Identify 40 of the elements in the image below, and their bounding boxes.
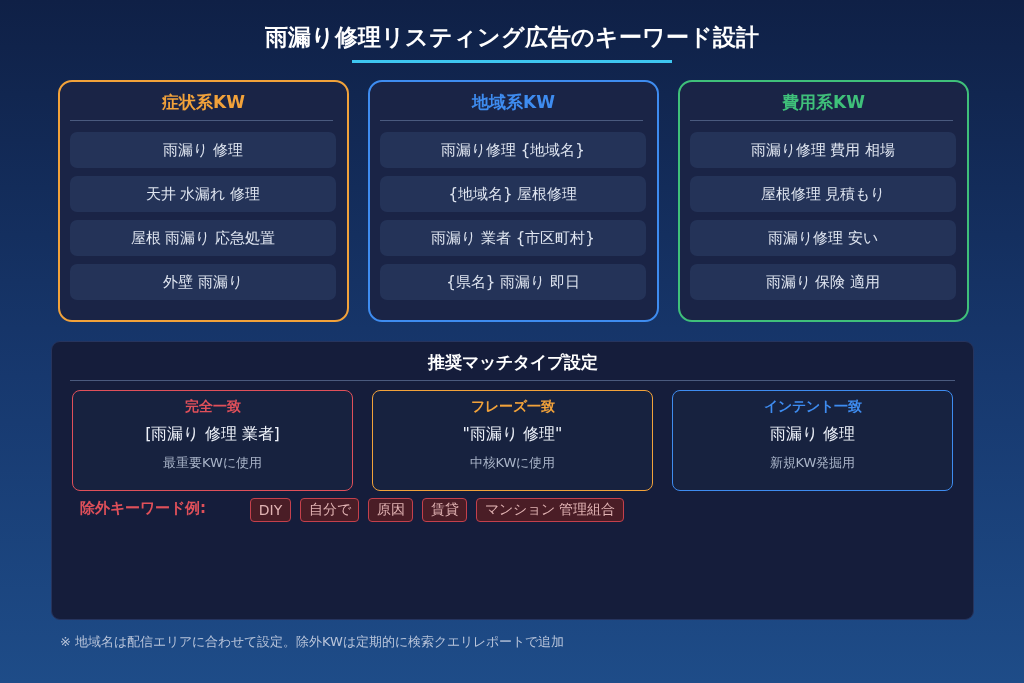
keyword-box: 雨漏り 保険 適用 [690, 264, 956, 300]
category-panel [678, 80, 969, 322]
category-panel [58, 80, 349, 322]
keyword-box: 雨漏り修理 安い [690, 220, 956, 256]
keyword-box: 雨漏り 業者 {市区町村} [380, 220, 646, 256]
description-text: 新規KW発掘用 [768, 454, 857, 472]
keyword-box: {県名} 雨漏り 即日 [380, 264, 646, 300]
keyword-example: 雨漏り 修理 [768, 424, 857, 445]
keyword-box: 天井 水漏れ 修理 [70, 176, 336, 212]
keyword-box: 屋根修理 見積もり [690, 176, 956, 212]
diagram-title: 雨漏り修理リスティング広告のキーワード設計 [264, 23, 760, 52]
keyword-example: [雨漏り 修理 業者] [144, 424, 281, 445]
match-type-card [372, 390, 653, 491]
card-heading: フレーズ一致 [469, 398, 556, 416]
card-heading: インテント一致 [762, 398, 863, 416]
match-type-card [672, 390, 953, 491]
keyword-example: "雨漏り 修理" [461, 424, 564, 445]
footnote-text: ※ 地域名は配信エリアに合わせて設定。除外KWは定期的に検索クエリレポートで追加 [60, 633, 564, 651]
card-heading: 完全一致 [183, 398, 242, 416]
panel-heading: 症状系KW [161, 91, 246, 114]
description-text: 最重要KWに使用 [162, 454, 263, 472]
section-label: 除外キーワード例: [80, 499, 206, 518]
keyword-box: 外壁 雨漏り [70, 264, 336, 300]
settings-panel [51, 341, 974, 620]
keyword-box: 雨漏り修理 {地域名} [380, 132, 646, 168]
panel-heading: 地域系KW [470, 91, 556, 114]
panel-heading: 推奨マッチタイプ設定 [426, 351, 599, 374]
keyword-box: 屋根 雨漏り 応急処置 [70, 220, 336, 256]
panel-heading: 費用系KW [781, 91, 866, 114]
negative-keyword-tag: 原因 [368, 498, 413, 522]
category-panel [368, 80, 659, 322]
negative-keyword-tag: DIY [250, 498, 291, 522]
negative-keyword-tag: 自分で [300, 498, 359, 522]
match-type-card [72, 390, 353, 491]
keyword-box: 雨漏り 修理 [70, 132, 336, 168]
keyword-box: {地域名} 屋根修理 [380, 176, 646, 212]
keyword-box: 雨漏り修理 費用 相場 [690, 132, 956, 168]
negative-keyword-tag: 賃貸 [422, 498, 467, 522]
negative-keyword-tag: マンション 管理組合 [476, 498, 624, 522]
description-text: 中核KWに使用 [468, 454, 557, 472]
